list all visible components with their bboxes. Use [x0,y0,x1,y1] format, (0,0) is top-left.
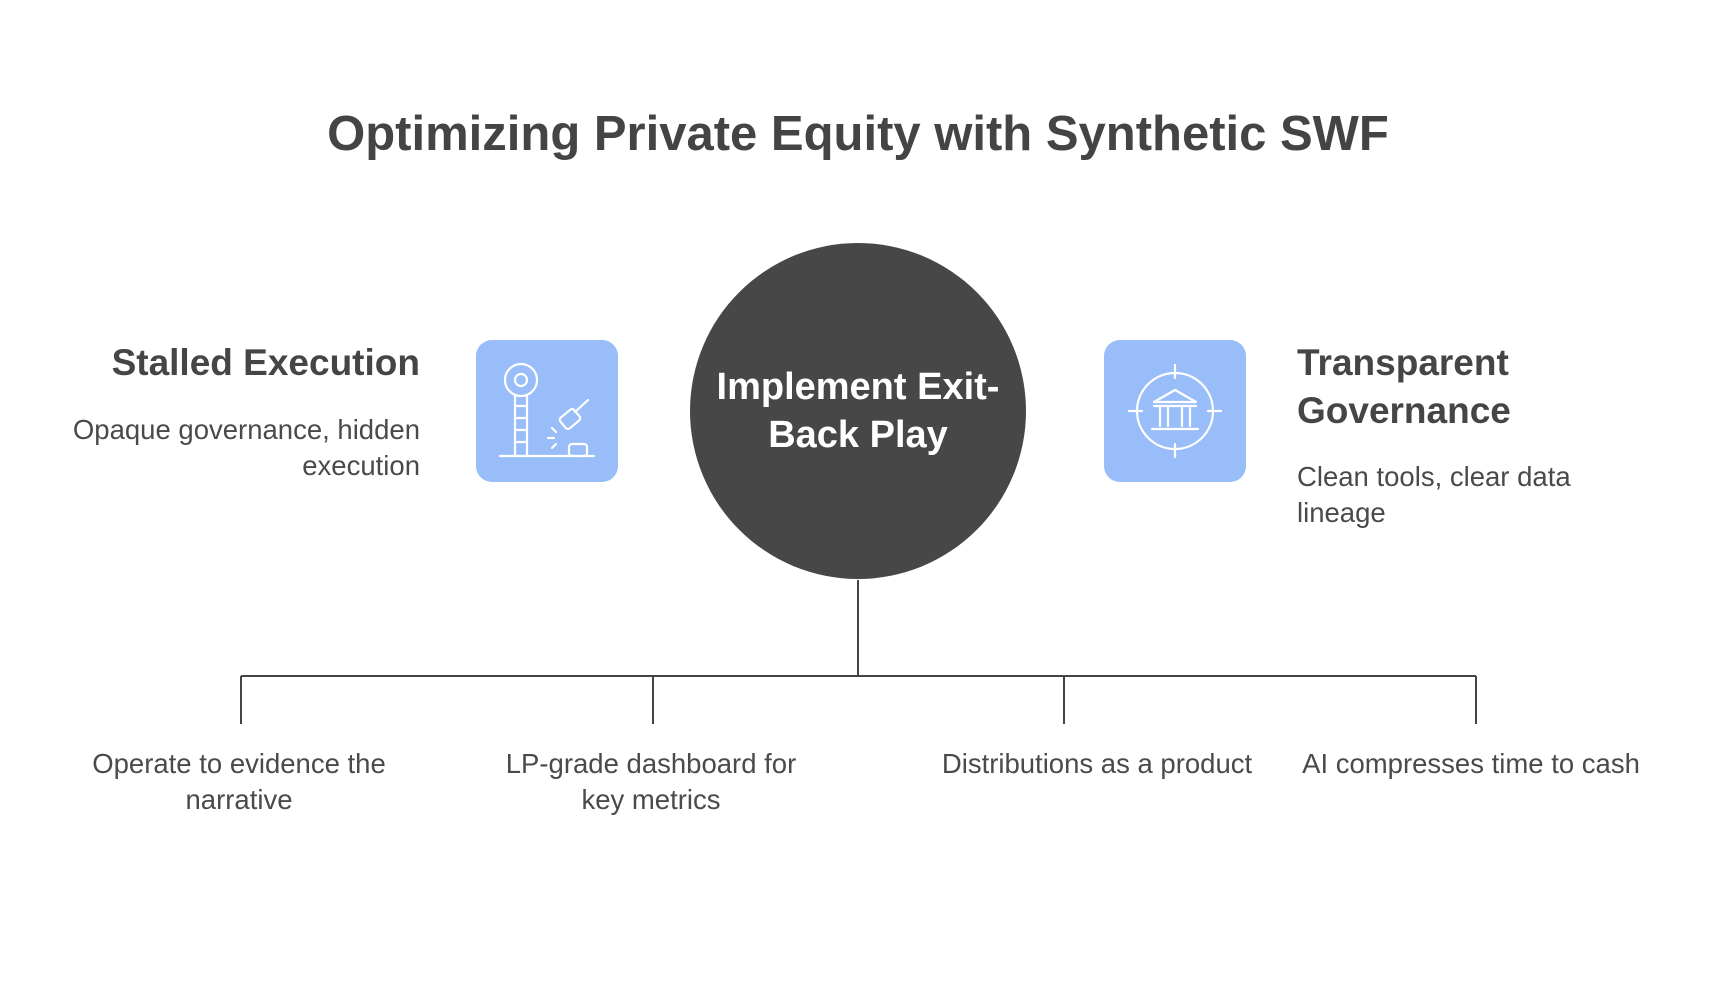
bank-target-icon [1127,363,1223,459]
diagram-title: Optimizing Private Equity with Synthetic… [327,107,1389,161]
hub-label: Implement Exit-Back Play [716,366,1000,456]
right-heading: Transparent Governance [1297,342,1511,431]
branch-label-4: AI compresses time to cash [1302,748,1640,779]
right-icon-tile [1104,340,1246,482]
left-description: Opaque governance, hidden execution [72,414,420,481]
right-description: Clean tools, clear data lineage [1297,461,1571,528]
test-of-strength-hammer-icon [498,362,596,458]
branch-label-3: Distributions as a product [941,748,1253,779]
branch-label-1: Operate to evidence the narrative [92,748,386,815]
left-icon-tile [476,340,618,482]
branch-label-2: LP-grade dashboard for key metrics [505,748,797,815]
left-heading: Stalled Execution [111,342,420,383]
central-hub: Implement Exit-Back Play [690,243,1026,579]
